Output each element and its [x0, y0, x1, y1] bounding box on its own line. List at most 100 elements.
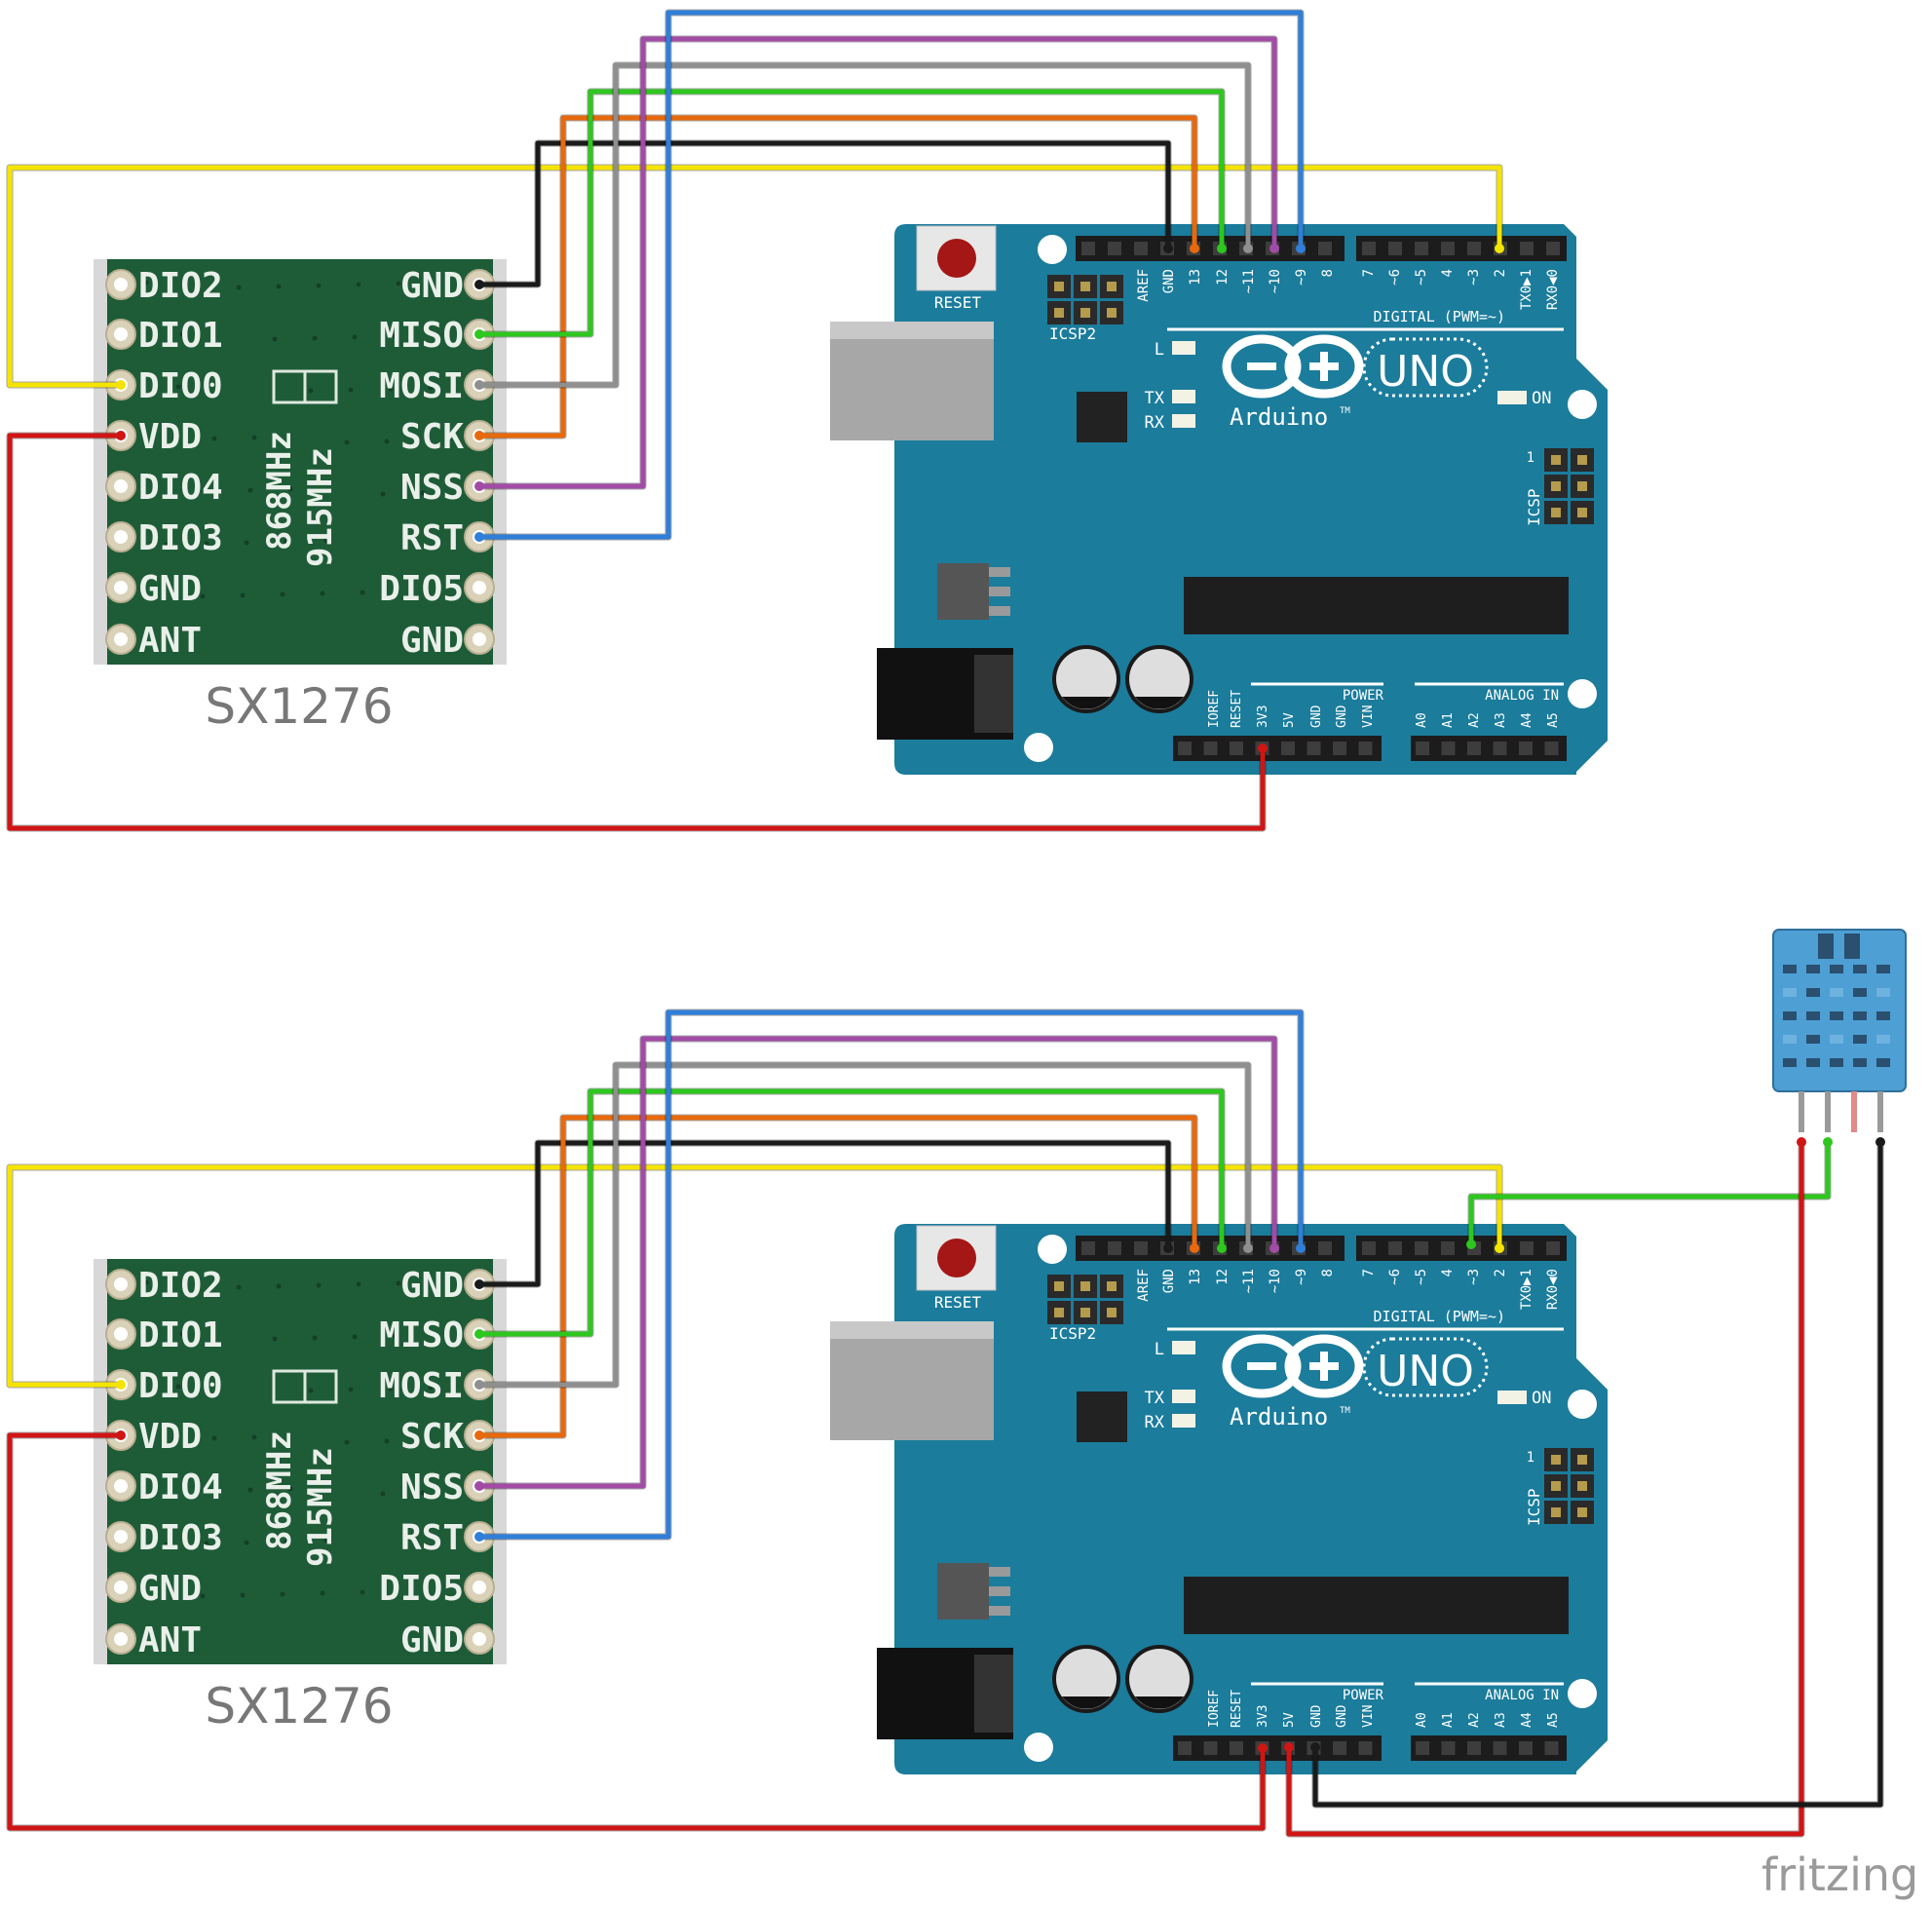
- icsp-pin-core: [1551, 1507, 1561, 1517]
- wire-gnd-to-gnd-end-b: [1163, 244, 1173, 253]
- icsp-pin-core: [1577, 481, 1587, 491]
- led-tx: [1172, 390, 1195, 403]
- logo-loop-right: [1284, 1334, 1364, 1398]
- wire-mosi-to-d11: [476, 62, 1251, 388]
- wire-dht-gnd-to-gnd: [1312, 1139, 1883, 1808]
- logo-loop-left: [1222, 334, 1302, 399]
- dht11-grille: [1853, 1058, 1867, 1067]
- header-socket: [1230, 1741, 1243, 1755]
- module-pin-left-label: DIO4: [138, 468, 223, 508]
- header-socket: [1307, 742, 1321, 755]
- module-via: [424, 438, 430, 443]
- wire-sck-to-d13-end-a: [474, 1430, 484, 1440]
- module-via: [344, 439, 350, 445]
- digital-pin-label: ~6: [1387, 269, 1403, 286]
- digital-pin-label: AREF: [1136, 269, 1152, 302]
- led-tx-label: TX: [1145, 389, 1165, 408]
- digital-pin-label: AREF: [1136, 1269, 1152, 1302]
- module-via: [384, 1438, 390, 1444]
- icsp-pin-core: [1577, 508, 1587, 517]
- wire-nss-to-d10-end-b: [1269, 1243, 1279, 1253]
- usb-chip: [1077, 1391, 1127, 1442]
- led-rx-label: RX: [1145, 413, 1165, 433]
- usb-connector: [830, 1321, 994, 1440]
- header-socket: [1544, 742, 1559, 755]
- wire-miso-to-d12-end-a: [474, 329, 484, 339]
- analog-pin-label: A2: [1467, 712, 1482, 728]
- dht11-grille: [1830, 1035, 1843, 1044]
- wire-nss-to-d10-end-a: [474, 1481, 484, 1491]
- analog-header: [1411, 736, 1567, 761]
- header-socket: [1546, 242, 1560, 255]
- analog-pin-label: A4: [1520, 1712, 1534, 1728]
- digital-pin-label: 8: [1320, 269, 1336, 277]
- digital-label: DIGITAL (PWM=~): [1374, 308, 1505, 325]
- dht11-grille: [1783, 988, 1797, 997]
- module-via: [211, 436, 217, 441]
- wire-vdd-to-3v3-end-b: [1258, 743, 1268, 753]
- module-via: [244, 1540, 249, 1545]
- power-pin-label: GND: [1335, 1704, 1349, 1728]
- dht11-grille: [1806, 965, 1820, 973]
- module-pin-right-label: MISO: [379, 316, 464, 356]
- dht11-grille: [1806, 1035, 1820, 1044]
- module-via: [143, 280, 149, 286]
- mounting-hole: [1568, 1390, 1597, 1419]
- module-via: [432, 332, 437, 338]
- header-socket: [1441, 1241, 1455, 1255]
- module-via: [420, 490, 426, 496]
- header-socket: [1415, 1241, 1428, 1255]
- analog-header: [1411, 1735, 1567, 1761]
- dht11-grille: [1806, 988, 1820, 997]
- header-socket: [1467, 742, 1481, 755]
- dc-jack-face: [974, 1655, 1013, 1733]
- digital-pin-label: 12: [1215, 1269, 1231, 1285]
- power-pin-label: VIN: [1361, 705, 1376, 728]
- digital-pin-label: 2: [1493, 1269, 1508, 1277]
- wire-dio0-to-d2-end-a: [116, 380, 126, 390]
- pad-left-hole: [114, 479, 128, 493]
- uno-label: UNO: [1377, 347, 1474, 397]
- pad-left-hole: [114, 278, 128, 291]
- module-via: [316, 1282, 322, 1288]
- power-pin-label: IOREF: [1207, 1690, 1222, 1728]
- module-via: [420, 1490, 426, 1496]
- arduino-brand-label: Arduino: [1230, 1403, 1328, 1430]
- module-via: [360, 590, 365, 595]
- module-via: [204, 541, 209, 547]
- wires: [6, 9, 1504, 832]
- module-via: [392, 1333, 398, 1339]
- dht11-grille: [1844, 934, 1860, 959]
- module-edge-right: [493, 259, 507, 665]
- module-via: [244, 540, 249, 546]
- module-pin-left-label: GND: [138, 1569, 202, 1609]
- header-socket: [1333, 742, 1346, 755]
- wire-dht-vcc-to-5v-end-b: [1284, 1742, 1294, 1752]
- wire-mosi-to-d11-end-a: [474, 1380, 484, 1390]
- arduino-brand-label: Arduino: [1230, 403, 1328, 431]
- logo-minus-icon: [1247, 1362, 1276, 1370]
- module-pin-left-label: ANT: [138, 1620, 202, 1660]
- usb-chip: [1077, 392, 1127, 442]
- voltage-regulator: [937, 1563, 989, 1620]
- pad-left-hole: [114, 530, 128, 544]
- digital-pin-label: GND: [1161, 269, 1177, 293]
- dht11-grille: [1876, 965, 1890, 973]
- wire-gnd-to-gnd-end-b: [1163, 1243, 1173, 1253]
- wire-nss-to-d10-end-b: [1269, 244, 1279, 253]
- header-socket: [1081, 1241, 1095, 1255]
- wire-vdd-to-3v3-end-a: [116, 431, 126, 440]
- module-via: [384, 438, 390, 444]
- module-pin-right-label: RST: [400, 518, 464, 558]
- wire-sck-to-d13: [476, 115, 1197, 438]
- led-tx-label: TX: [1145, 1389, 1165, 1408]
- digital-pin-label: 7: [1361, 269, 1377, 277]
- header-socket: [1467, 242, 1481, 255]
- pad-left-hole: [114, 327, 128, 341]
- module-via: [323, 538, 329, 544]
- mounting-hole: [1568, 1679, 1597, 1708]
- wire-dht-data-to-d3-end-a: [1823, 1137, 1833, 1147]
- digital-pin-label: 2: [1493, 269, 1508, 277]
